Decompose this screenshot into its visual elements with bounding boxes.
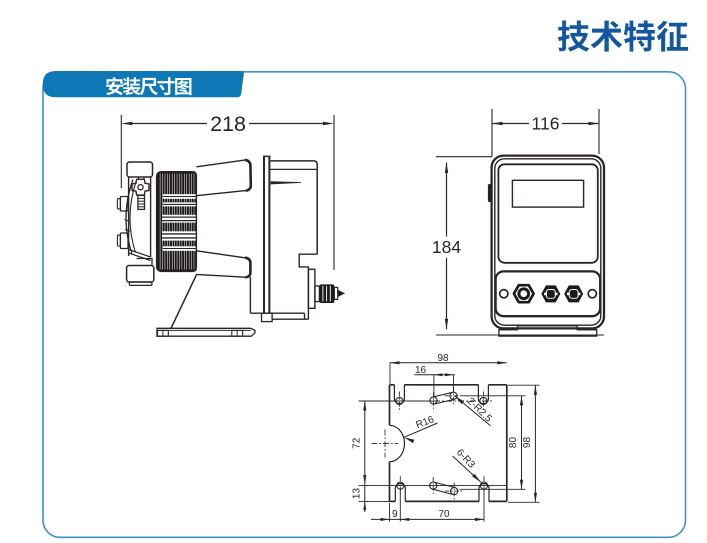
- svg-text:80: 80: [508, 437, 519, 449]
- svg-text:98: 98: [437, 353, 449, 364]
- svg-text:9: 9: [392, 509, 398, 520]
- svg-text:72: 72: [351, 437, 362, 449]
- svg-text:13: 13: [351, 488, 362, 500]
- svg-text:70: 70: [438, 509, 450, 520]
- svg-text:218: 218: [210, 112, 246, 136]
- svg-text:98: 98: [522, 437, 533, 449]
- svg-text:16: 16: [415, 365, 427, 376]
- svg-text:116: 116: [532, 114, 560, 134]
- svg-text:184: 184: [432, 237, 461, 257]
